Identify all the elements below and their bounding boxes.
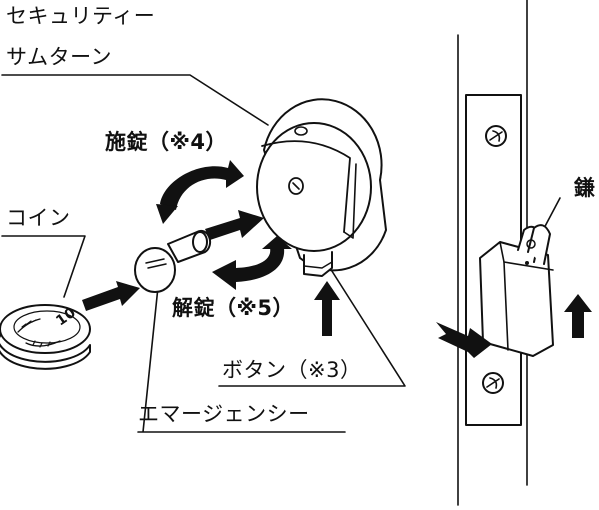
arrow-latch-left (436, 322, 492, 358)
coin-inner-ring (13, 310, 81, 344)
label-coin: コイン (6, 206, 71, 230)
arrow-pin-insert (205, 210, 264, 240)
emergency-pin-head (134, 247, 176, 293)
arrows (82, 160, 592, 358)
leader-emergency (137, 286, 346, 433)
arrow-unlock-turn (212, 248, 285, 290)
latch-hook-2 (527, 224, 551, 265)
arrow-button-push (314, 281, 340, 336)
emergency-pin (134, 229, 212, 293)
label-security-thumbturn-line2: サムターン (6, 45, 113, 69)
leader-button (218, 267, 406, 387)
label-lock: 施錠（※4） (105, 130, 228, 154)
coin-face (0, 304, 91, 354)
arrow-coin-insert (82, 281, 140, 311)
label-right-cut: 鎌 (574, 176, 596, 200)
thumbturn-body (256, 122, 372, 252)
leader-lines (1, 74, 561, 433)
label-security-thumbturn-line1: セキュリティー (6, 4, 156, 28)
label-unlock: 解錠（※5） (172, 296, 295, 320)
leader-coin (1, 235, 86, 298)
arrow-latch-up (564, 294, 592, 338)
label-emergency: エマージェンシー (138, 402, 310, 426)
arrow-lock-turn (160, 160, 244, 210)
leader-thumbturn (1, 74, 269, 126)
label-button: ボタン（※3） (222, 358, 362, 382)
coin-drawing (0, 304, 91, 370)
thumbturn-drawing (256, 98, 387, 277)
keyhole (288, 177, 304, 195)
door-frame (457, 0, 554, 506)
